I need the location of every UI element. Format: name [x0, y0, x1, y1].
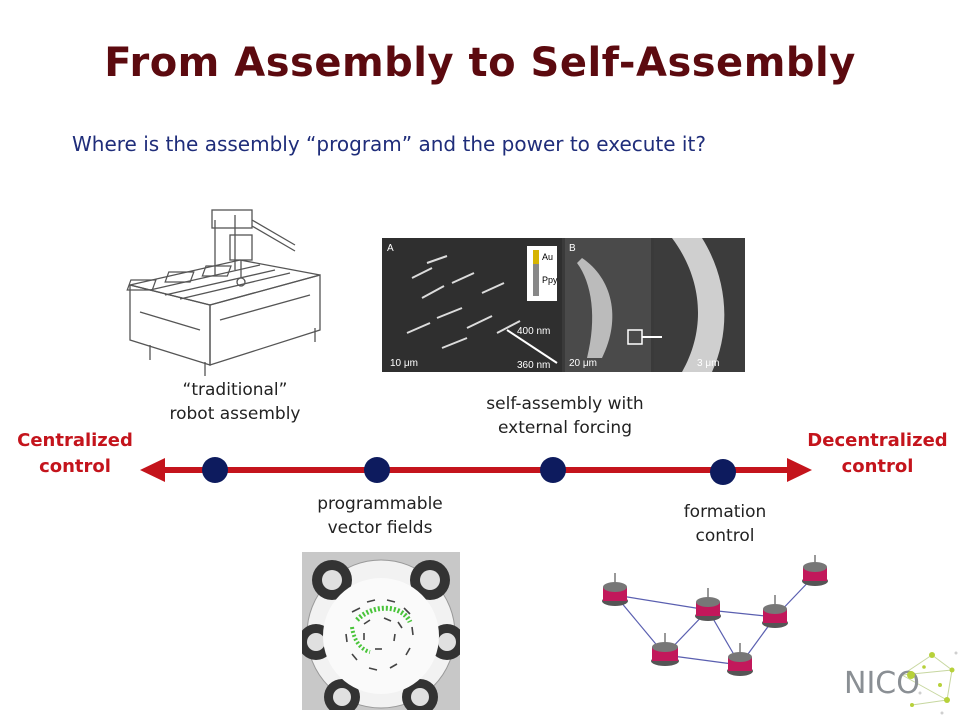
- right-end-label: Decentralized control: [795, 428, 960, 480]
- stage-label-self-assembly: self-assembly with external forcing: [455, 392, 675, 440]
- logo-text: NICO: [844, 666, 920, 701]
- formation-network-image: [590, 555, 840, 720]
- panel-a-letter: A: [387, 243, 394, 254]
- robot-assembly-image: [120, 200, 330, 380]
- centralized-line1: Centralized: [17, 430, 133, 451]
- stage-1-line2: robot assembly: [169, 404, 301, 424]
- scale-400nm: 400 nm: [517, 326, 550, 337]
- scale-20um: 20 μm: [569, 358, 597, 369]
- decentralized-line1: Decentralized: [807, 430, 948, 451]
- scale-10um: 10 μm: [390, 358, 418, 369]
- left-end-label: Centralized control: [5, 428, 145, 480]
- scale-3um: 3 μm: [697, 358, 719, 369]
- decentralized-line2: control: [841, 456, 914, 477]
- axis-arrow-right: [787, 458, 812, 482]
- micrograph-image: Au Ppy A 400 nm 360 nm 10 μm B 20 μm 3 μ…: [382, 238, 745, 372]
- slide-title: From Assembly to Self-Assembly: [104, 40, 856, 86]
- scale-360nm: 360 nm: [517, 360, 550, 371]
- axis-arrow-left: [140, 458, 165, 482]
- stage-2-line1: programmable: [317, 494, 443, 514]
- axis-dot-self-assembly: [540, 457, 566, 483]
- stage-3-line2: external forcing: [498, 418, 632, 438]
- stage-label-traditional: “traditional” robot assembly: [150, 378, 320, 426]
- logo-dots: [910, 652, 955, 707]
- nico-logo: NICO: [832, 645, 960, 720]
- stage-4-line2: control: [695, 526, 755, 546]
- axis-dot-formation: [710, 459, 736, 485]
- stage-1-line1: “traditional”: [182, 380, 288, 400]
- stage-2-line2: vector fields: [327, 518, 433, 538]
- axis-dot-vector-fields: [364, 457, 390, 483]
- panel-b-letter: B: [569, 243, 576, 254]
- centralized-line2: control: [39, 456, 111, 477]
- stage-label-vector-fields: programmable vector fields: [290, 492, 470, 540]
- slide-subtitle: Where is the assembly “program” and the …: [72, 132, 706, 156]
- stage-label-formation: formation control: [655, 500, 795, 548]
- legend-au: Au: [542, 252, 553, 262]
- stage-4-line1: formation: [683, 502, 767, 522]
- legend-ppy: Ppy: [542, 275, 558, 285]
- axis-dot-traditional: [202, 457, 228, 483]
- control-axis: [140, 457, 812, 485]
- vector-field-image: [298, 552, 465, 715]
- robot-icons: [602, 555, 828, 676]
- stage-3-line1: self-assembly with: [486, 394, 644, 414]
